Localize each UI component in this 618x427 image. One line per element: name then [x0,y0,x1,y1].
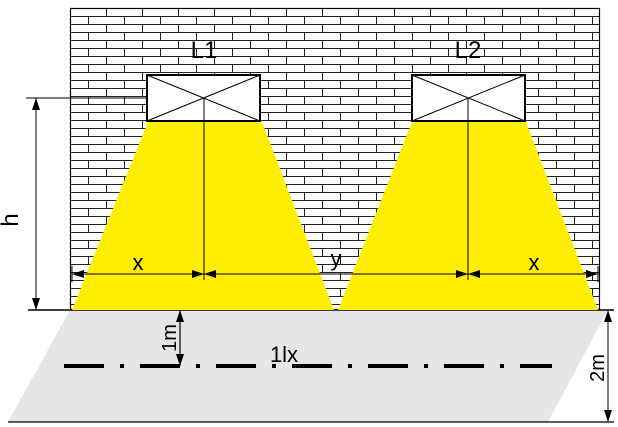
label-l2: L2 [455,37,482,64]
label-l1: L1 [191,37,218,64]
label-band-width: 2m [587,354,609,382]
horizontal-dimensions [71,266,599,282]
measure-height-dimension [176,310,184,366]
light-cone-left [72,122,334,310]
band-width-dimension [604,310,612,422]
height-dimension [26,97,147,310]
label-height: h [0,213,24,226]
label-measure-line: 1lx [270,342,298,367]
label-measure-height: 1m [159,324,181,352]
label-offset-left: x [133,250,144,275]
label-offset-right: x [529,250,540,275]
label-spacing: y [331,246,342,271]
